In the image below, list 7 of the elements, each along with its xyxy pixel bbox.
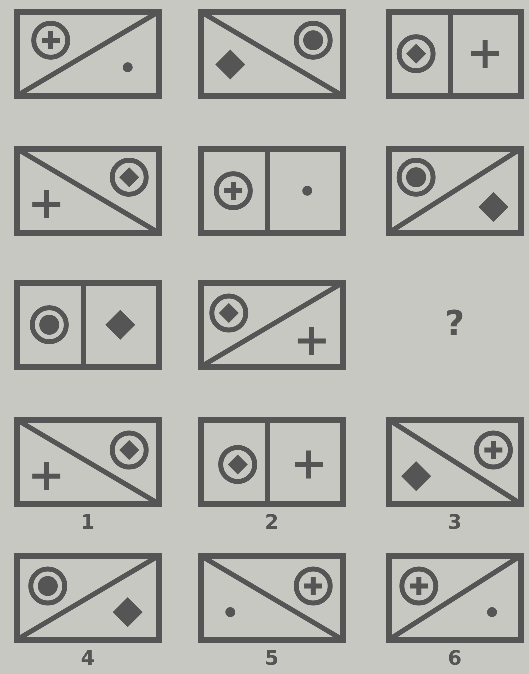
option-number: 1 — [81, 512, 95, 532]
option-number: 4 — [81, 648, 95, 668]
option-number: 2 — [265, 512, 279, 532]
option-number: 3 — [448, 512, 462, 532]
option-number: 6 — [448, 648, 462, 668]
option-number: 5 — [265, 648, 279, 668]
question-mark: ? — [445, 307, 465, 341]
